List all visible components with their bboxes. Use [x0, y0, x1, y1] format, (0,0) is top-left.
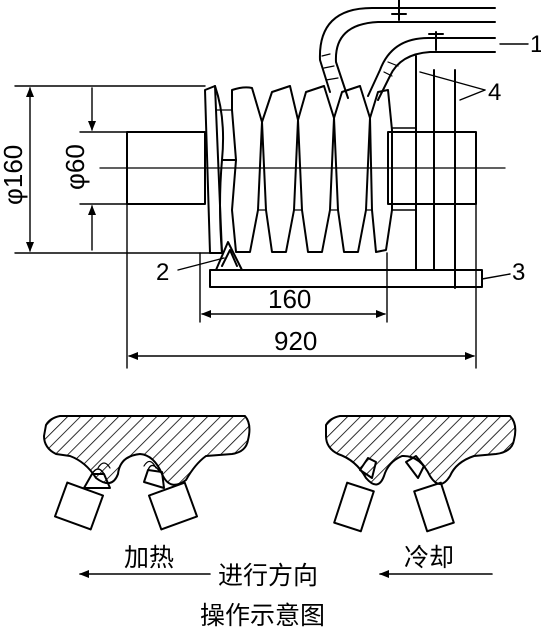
heating-section — [43, 415, 251, 531]
label-heating: 加热 — [124, 543, 174, 572]
dimension-lines — [14, 85, 477, 369]
nozzle-left — [333, 457, 377, 533]
torch-left — [53, 468, 111, 531]
callout-4: 4 — [488, 79, 501, 106]
dim-total-length: 920 — [274, 326, 317, 356]
callout-2: 2 — [156, 259, 169, 286]
support-block — [215, 241, 243, 271]
dim-inner-diameter: φ60 — [60, 144, 90, 190]
callout-leaders — [177, 43, 529, 280]
base-plate — [209, 269, 483, 288]
callout-3: 3 — [512, 259, 525, 286]
dim-outer-diameter: φ160 — [0, 145, 28, 205]
nozzle-right — [405, 455, 455, 533]
cooling-section — [325, 415, 517, 533]
label-cooling: 冷却 — [404, 543, 454, 572]
dim-thread-length: 160 — [268, 284, 311, 314]
worm-thread — [204, 85, 393, 254]
label-direction: 进行方向 — [218, 561, 318, 590]
diagram-caption: 操作示意图 — [200, 601, 325, 630]
torch-assembly — [318, 0, 496, 289]
shaft — [99, 131, 506, 205]
torch-right — [143, 464, 199, 531]
callout-1: 1 — [530, 31, 541, 58]
